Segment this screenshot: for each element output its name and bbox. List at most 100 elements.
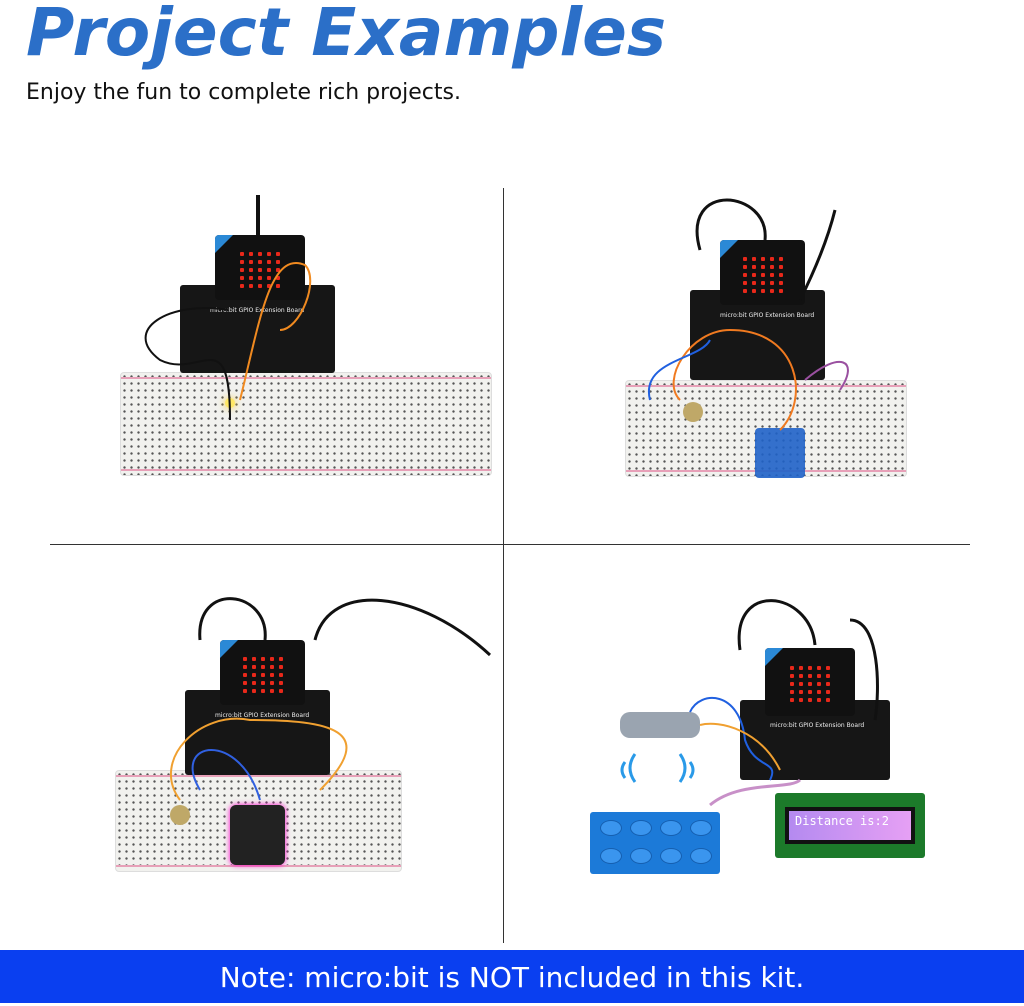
lcd-display: Distance is:2 — [775, 793, 925, 858]
led-pixel — [790, 666, 794, 670]
led-pixel — [258, 275, 262, 280]
led-pixel — [251, 688, 256, 693]
led-pixel — [778, 280, 783, 285]
lego-brick — [590, 812, 720, 874]
led-pixel — [240, 275, 244, 280]
led-pixel — [278, 672, 283, 677]
led-pixel — [276, 259, 280, 264]
led-pixel — [278, 664, 283, 669]
led-pixel — [269, 688, 274, 693]
led-pixel — [769, 256, 774, 261]
led-pixel — [742, 288, 747, 293]
led-pixel — [799, 698, 803, 702]
led-pixel — [826, 674, 830, 678]
led-pixel — [269, 656, 274, 661]
led-pixel — [267, 283, 271, 288]
led-pixel — [799, 690, 803, 694]
servo-motor — [755, 428, 805, 478]
led-pixel — [769, 288, 774, 293]
rgb-led-module — [230, 805, 285, 865]
led-pixel — [242, 656, 247, 661]
led-pixel — [778, 288, 783, 293]
led-pixel — [276, 251, 280, 256]
led-pixel — [269, 664, 274, 669]
board-label: micro:bit GPIO Extension Board — [720, 312, 815, 319]
led-pixel — [808, 682, 812, 686]
led-light — [225, 398, 235, 408]
led-pixel — [769, 280, 774, 285]
potentiometer — [170, 805, 190, 825]
led-pixel — [267, 259, 271, 264]
led-pixel — [799, 682, 803, 686]
led-pixel — [760, 288, 765, 293]
led-pixel — [276, 275, 280, 280]
led-pixel — [778, 264, 783, 269]
led-pixel — [242, 680, 247, 685]
led-pixel — [751, 288, 756, 293]
ultrasonic-sensor — [620, 712, 700, 738]
led-pixel — [240, 251, 244, 256]
led-pixel — [799, 666, 803, 670]
led-pixel — [817, 666, 821, 670]
led-pixel — [778, 272, 783, 277]
led-pixel — [258, 283, 262, 288]
led-pixel — [808, 666, 812, 670]
led-pixel — [826, 690, 830, 694]
led-pixel — [278, 680, 283, 685]
led-pixel — [760, 256, 765, 261]
microbit — [220, 640, 305, 705]
led-pixel — [817, 698, 821, 702]
led-pixel — [249, 267, 253, 272]
led-pixel — [240, 267, 244, 272]
page-subtitle: Enjoy the fun to complete rich projects. — [26, 80, 461, 105]
led-pixel — [260, 672, 265, 677]
led-pixel — [251, 664, 256, 669]
led-pixel — [742, 272, 747, 277]
led-pixel — [278, 656, 283, 661]
board-label: micro:bit GPIO Extension Board — [215, 712, 310, 719]
led-pixel — [276, 283, 280, 288]
led-pixel — [799, 674, 803, 678]
led-pixel — [769, 264, 774, 269]
led-pixel — [742, 256, 747, 261]
led-pixel — [278, 688, 283, 693]
led-pixel — [817, 690, 821, 694]
led-pixel — [760, 264, 765, 269]
divider-horizontal — [50, 544, 970, 545]
divider-vertical — [503, 188, 504, 943]
led-pixel — [751, 272, 756, 277]
led-pixel — [808, 674, 812, 678]
led-pixel — [260, 664, 265, 669]
led-pixel — [817, 682, 821, 686]
led-pixel — [242, 672, 247, 677]
led-pixel — [242, 664, 247, 669]
led-pixel — [251, 680, 256, 685]
led-pixel — [267, 275, 271, 280]
led-pixel — [251, 672, 256, 677]
led-pixel — [817, 674, 821, 678]
microbit — [765, 648, 855, 716]
led-pixel — [260, 680, 265, 685]
led-pixel — [790, 690, 794, 694]
led-pixel — [260, 688, 265, 693]
led-pixel — [790, 698, 794, 702]
led-pixel — [742, 280, 747, 285]
microbit — [720, 240, 805, 305]
led-pixel — [790, 674, 794, 678]
led-pixel — [249, 275, 253, 280]
led-pixel — [249, 283, 253, 288]
led-pixel — [769, 272, 774, 277]
led-pixel — [808, 698, 812, 702]
led-pixel — [258, 251, 262, 256]
board-label: micro:bit GPIO Extension Board — [210, 307, 305, 314]
led-pixel — [249, 259, 253, 264]
led-pixel — [269, 680, 274, 685]
led-pixel — [267, 251, 271, 256]
led-pixel — [260, 656, 265, 661]
led-pixel — [742, 264, 747, 269]
led-pixel — [751, 280, 756, 285]
led-pixel — [790, 682, 794, 686]
led-pixel — [240, 259, 244, 264]
led-pixel — [751, 256, 756, 261]
led-pixel — [808, 690, 812, 694]
